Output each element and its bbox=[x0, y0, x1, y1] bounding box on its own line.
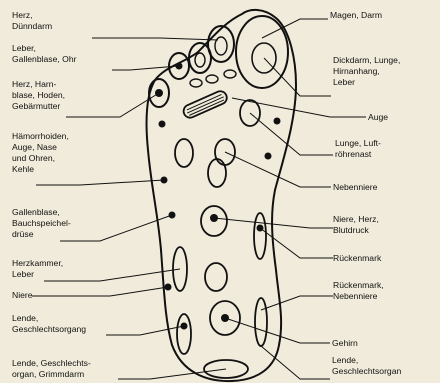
left-label-7: Niere bbox=[12, 290, 33, 301]
right-label-2: Dickdarm, Lunge, Hirnanhang, Leber bbox=[333, 55, 400, 88]
dot-1 bbox=[159, 121, 166, 128]
zone-lower-center bbox=[205, 263, 227, 291]
right-label-10: Lende, Geschlechtsorgan bbox=[332, 355, 401, 377]
spine-zone-upper bbox=[254, 213, 266, 259]
left-label-3: Herz, Harn- blase, Hoden, Gebärmutter bbox=[12, 79, 65, 112]
right-label-7: Rückenmark bbox=[333, 253, 381, 264]
big-toe bbox=[236, 16, 288, 88]
toe-base-zone-2 bbox=[206, 75, 218, 83]
left-label-8: Lende, Geschlechtsorgang bbox=[12, 313, 86, 335]
left-label-5: Gallenblase, Bauchspeichel- drüse bbox=[12, 207, 71, 240]
zone-mid-center bbox=[208, 159, 226, 187]
toe-3 bbox=[189, 43, 211, 73]
right-label-4: Lunge, Luft- röhrenast bbox=[335, 138, 381, 160]
left-label-9: Lende, Geschlechts- organ, Grimmdarm bbox=[12, 358, 91, 380]
right-label-5: Nebenniere bbox=[333, 182, 377, 193]
left-label-1: Herz, Dünndarm bbox=[12, 10, 52, 32]
lumbar-zone bbox=[177, 314, 191, 354]
toe-base-zone-1 bbox=[190, 79, 202, 87]
eye-zone bbox=[182, 89, 229, 120]
right-label-9: Gehirn bbox=[332, 338, 358, 349]
dot-3 bbox=[265, 153, 272, 160]
toe-3-zone bbox=[195, 53, 205, 67]
left-label-4: Hämorrhoiden, Auge, Nase und Ohren, Kehl… bbox=[12, 131, 69, 175]
zone-mid-left bbox=[175, 139, 193, 167]
dot-2 bbox=[274, 118, 281, 125]
right-label-8: Rückenmark, Nebenniere bbox=[333, 280, 384, 302]
right-label-3: Auge bbox=[368, 112, 388, 123]
right-label-6: Niere, Herz, Blutdruck bbox=[333, 214, 379, 236]
spine-zone-lower bbox=[255, 298, 267, 346]
left-label-6: Herzkammer, Leber bbox=[12, 258, 63, 280]
toe-base-zone-3 bbox=[224, 70, 236, 78]
right-label-1: Magen, Darm bbox=[330, 10, 382, 21]
left-label-2: Leber, Gallenblase, Ohr bbox=[12, 43, 77, 65]
